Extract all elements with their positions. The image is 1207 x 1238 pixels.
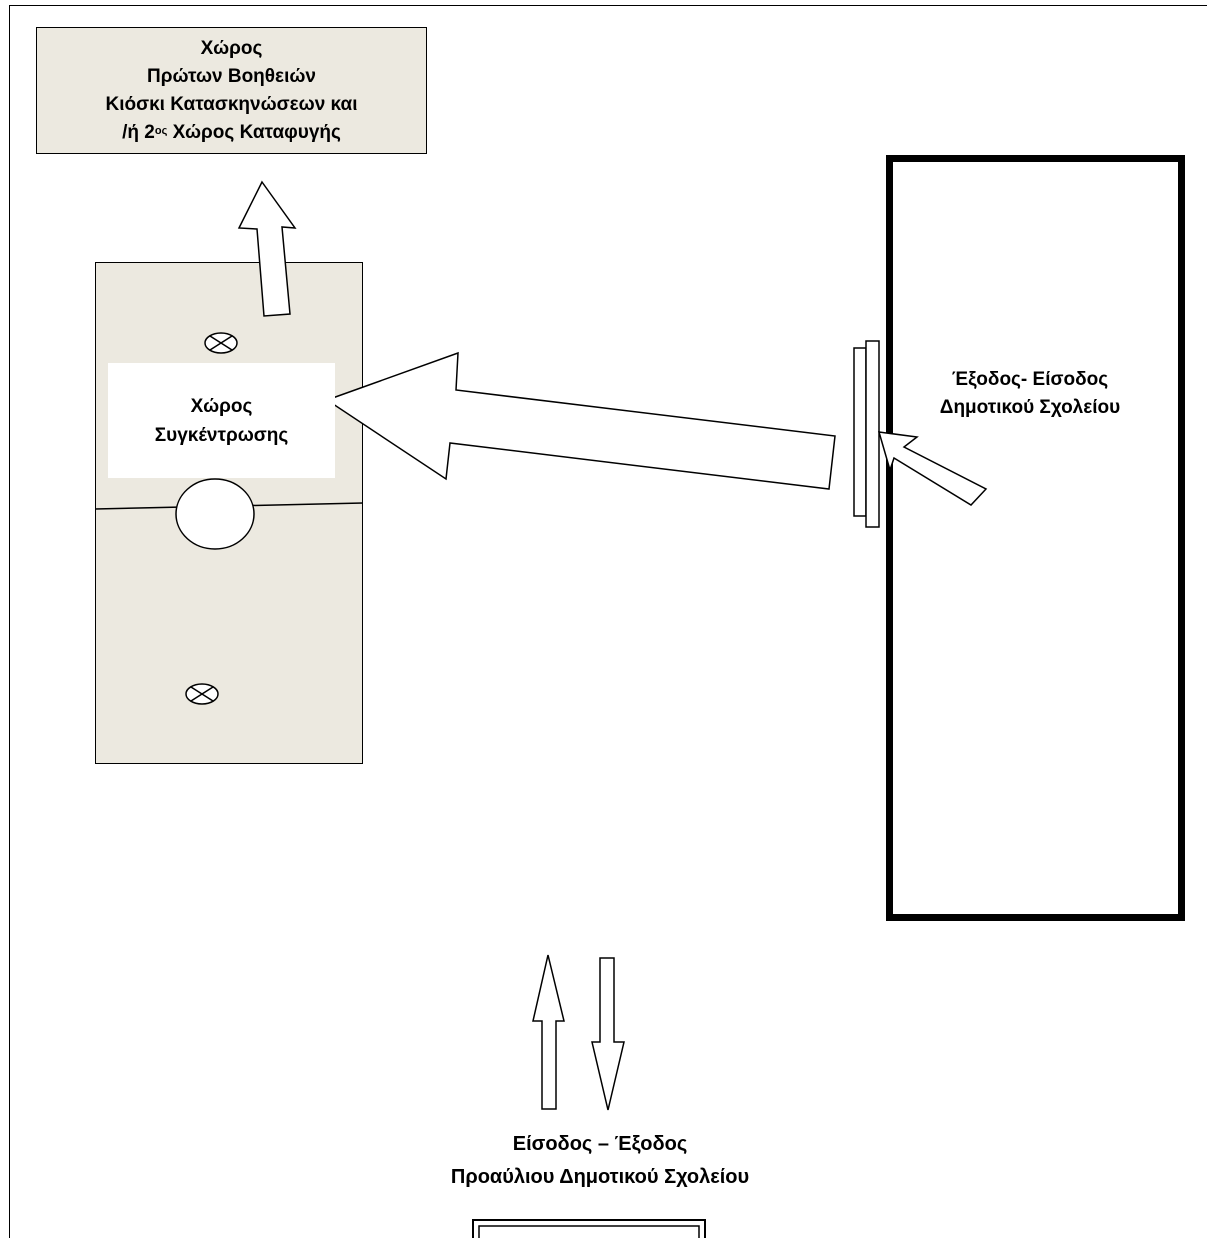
school-building	[886, 155, 1185, 921]
yard-entrance-label: Είσοδος – Έξοδος Προαύλιου Δημοτικού Σχο…	[350, 1128, 850, 1194]
first-aid-label-line3: Κιόσκι Κατασκηνώσεων και	[105, 93, 358, 115]
bottom-hoop-icon	[185, 683, 219, 705]
first-aid-label-line4: /ή 2ος Χώρος Καταφυγής	[122, 119, 341, 147]
first-aid-line4-superscript: ος	[154, 124, 168, 137]
arrow-to-assembly	[325, 351, 836, 490]
yard-entrance-label-line1: Είσοδος – Έξοδος	[512, 1133, 688, 1155]
assembly-label-line2: Συγκέντρωσης	[154, 424, 289, 446]
frame-top-border	[9, 5, 1207, 6]
arrow-entrance-up	[532, 954, 565, 1110]
yard-entrance-label-line2: Προαύλιου Δημοτικού Σχολείου	[450, 1166, 750, 1188]
assembly-label-line1: Χώρος	[190, 395, 253, 417]
assembly-area-label: Χώρος Συγκέντρωσης	[108, 363, 335, 478]
court-center-circle	[175, 478, 255, 550]
arrow-into-door	[877, 431, 988, 506]
school-door-label-line2: Δημοτικού Σχολείου	[939, 397, 1121, 418]
arrow-to-first-aid	[237, 180, 297, 317]
first-aid-line4-suffix: Χώρος Καταφυγής	[167, 121, 341, 143]
frame-left-border	[9, 5, 10, 1238]
top-hoop-icon	[204, 332, 238, 354]
school-door-label: Έξοδος- Είσοδος Δημοτικού Σχολείου	[915, 366, 1145, 422]
first-aid-label-line1: Χώρος	[200, 37, 263, 59]
first-aid-line4-prefix: /ή 2	[122, 121, 155, 143]
school-door-outer	[853, 347, 867, 517]
school-door-inner	[865, 340, 880, 528]
first-aid-label-line2: Πρώτων Βοηθειών	[147, 65, 316, 87]
school-door-label-line1: Έξοδος- Είσοδος	[951, 369, 1109, 390]
first-aid-area: Χώρος Πρώτων Βοηθειών Κιόσκι Κατασκηνώσε…	[36, 27, 427, 154]
yard-gate-inner	[478, 1225, 700, 1238]
arrow-exit-down	[591, 957, 625, 1111]
